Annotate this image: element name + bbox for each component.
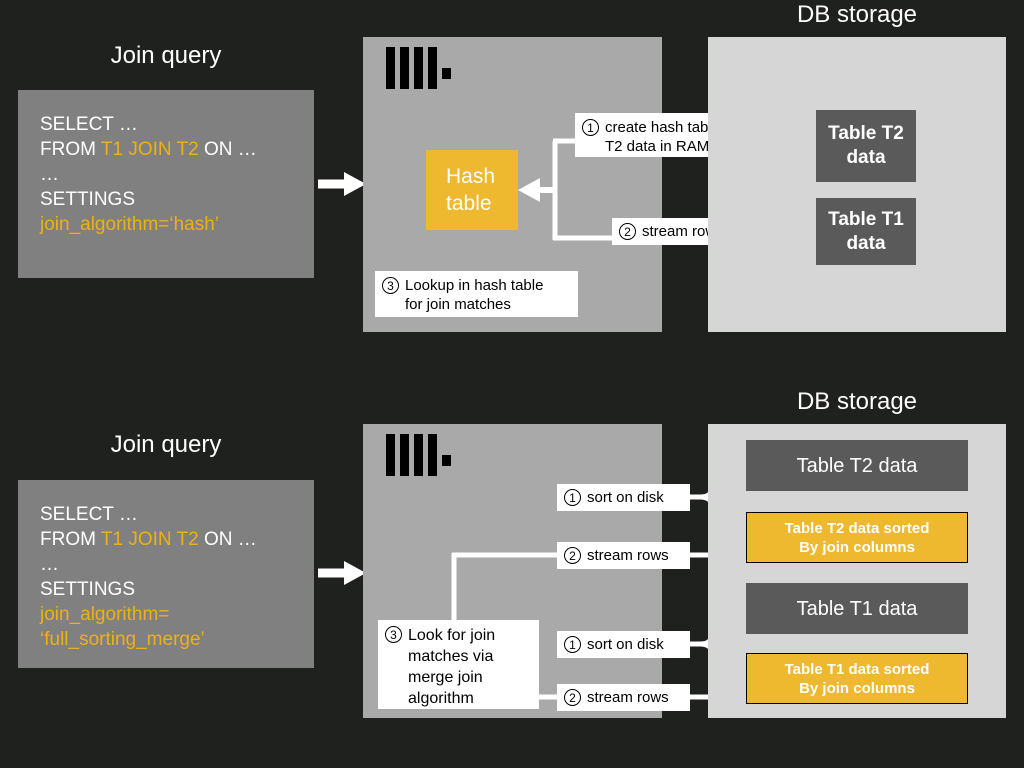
query-line-join-algorithm-value: ‘full_sorting_merge’ <box>40 629 205 650</box>
query-line-ellipsis: … <box>40 164 59 185</box>
join-query-title-bottom: Join query <box>110 431 222 458</box>
callout-merge-join-lookup: 3 Look for join matches via merge join a… <box>378 620 539 709</box>
logo-bar-3 <box>414 434 423 476</box>
logo-bar-4 <box>428 47 437 89</box>
hash-table-tile: Hash table <box>426 150 518 230</box>
query-line-from: FROM T1 JOIN T2 ON … <box>40 527 292 552</box>
clickhouse-logo-bottom <box>386 434 451 476</box>
query-line-select: SELECT … <box>40 504 138 525</box>
query-line-select: SELECT … <box>40 114 138 135</box>
logo-bar-4 <box>428 434 437 476</box>
query-box-merge: SELECT … FROM T1 JOIN T2 ON … … SETTINGS… <box>18 480 314 668</box>
step-number: 1 <box>564 636 581 653</box>
callout-text: sort on disk <box>587 636 664 653</box>
step-number: 1 <box>582 119 599 136</box>
logo-bar-1 <box>386 434 395 476</box>
callout-text: sort on disk <box>587 489 664 506</box>
step-number: 2 <box>564 689 581 706</box>
callout-stream-rows-t2: 2 stream rows <box>557 542 690 569</box>
db-storage-title-top: DB storage <box>796 1 918 28</box>
callout-text: stream rows <box>587 547 669 564</box>
callout-lookup-hash-table: 3 Lookup in hash table for join matches <box>375 271 578 317</box>
from-keyword: FROM <box>40 529 101 550</box>
storage-tile-t2-data: Table T2 data <box>746 440 968 491</box>
logo-bar-1 <box>386 47 395 89</box>
on-clause: ON … <box>198 529 257 550</box>
step-number: 3 <box>382 277 399 294</box>
hash-tile-line2: table <box>446 192 492 215</box>
logo-dot <box>442 68 451 79</box>
join-query-title-top: Join query <box>110 42 222 69</box>
step-number: 2 <box>619 223 636 240</box>
query-box-hash: SELECT … FROM T1 JOIN T2 ON … … SETTINGS… <box>18 90 314 278</box>
callout-stream-rows-t1: 2 stream rows <box>557 684 690 711</box>
logo-dot <box>442 455 451 466</box>
query-line-settings: SETTINGS <box>40 189 136 210</box>
db-storage-box-top <box>708 37 1006 332</box>
logo-bar-3 <box>414 47 423 89</box>
logo-bar-2 <box>400 434 409 476</box>
step-number: 1 <box>564 489 581 506</box>
join-tables: T1 JOIN T2 <box>100 529 199 550</box>
on-clause: ON … <box>198 139 257 160</box>
callout-sort-on-disk-t1: 1 sort on disk <box>557 631 690 658</box>
query-line-join-algorithm: join_algorithm= <box>40 604 170 625</box>
clickhouse-logo-top <box>386 47 451 89</box>
query-line-join-algorithm: join_algorithm=‘hash’ <box>40 214 220 235</box>
callout-text: Lookup in hash table for join matches <box>405 277 544 313</box>
from-keyword: FROM <box>40 139 101 160</box>
query-line-ellipsis: … <box>40 554 59 575</box>
query-line-from: FROM T1 JOIN T2 ON … <box>40 137 292 162</box>
callout-sort-on-disk-t2: 1 sort on disk <box>557 484 690 511</box>
step-number: 3 <box>385 626 402 643</box>
storage-tile-t2-data-top: Table T2 data <box>816 110 916 182</box>
join-tables: T1 JOIN T2 <box>100 139 199 160</box>
callout-text: stream rows <box>587 689 669 706</box>
storage-tile-t1-data: Table T1 data <box>746 583 968 634</box>
callout-text: Look for join matches via merge join alg… <box>408 627 496 707</box>
hash-tile-line1: Hash <box>446 165 496 188</box>
query-line-settings: SETTINGS <box>40 579 136 600</box>
step-number: 2 <box>564 547 581 564</box>
storage-tile-t1-sorted: Table T1 data sorted By join columns <box>746 653 968 704</box>
storage-tile-t1-data-top: Table T1 data <box>816 198 916 265</box>
storage-tile-t2-sorted: Table T2 data sorted By join columns <box>746 512 968 563</box>
logo-bar-2 <box>400 47 409 89</box>
db-storage-title-bottom: DB storage <box>796 388 918 415</box>
